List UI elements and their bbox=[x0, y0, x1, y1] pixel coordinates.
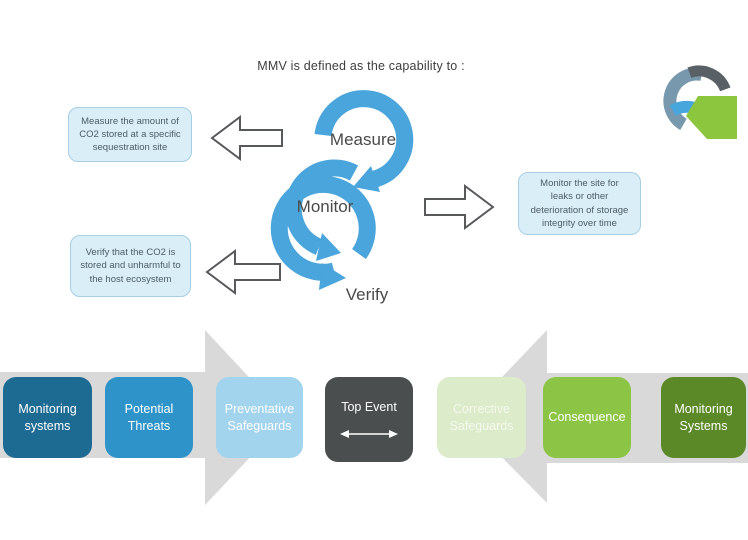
verify-label: Verify bbox=[345, 285, 389, 304]
bowtie-box-label: Monitoring systems bbox=[18, 402, 77, 433]
measure-callout: Measure the amount of CO2 stored at a sp… bbox=[68, 107, 192, 162]
bowtie-box-consequence: Consequence bbox=[543, 377, 631, 458]
monitor-label: Monitor bbox=[296, 197, 354, 216]
logo-green-arrow bbox=[686, 96, 737, 139]
measure-callout-arrow-icon bbox=[210, 115, 283, 161]
bowtie-box-monitoring-systems-right: Monitoring Systems bbox=[661, 377, 746, 458]
slide-title: MMV is defined as the capability to : bbox=[257, 59, 465, 73]
monitor-callout: Monitor the site for leaks or other dete… bbox=[518, 172, 641, 235]
measure-ring-arrowhead-icon bbox=[353, 166, 380, 192]
verify-cycle-ring bbox=[270, 175, 376, 281]
verify-ring-arrowhead-icon bbox=[319, 263, 346, 290]
bowtie-box-preventative-safeguards: Preventative Safeguards bbox=[216, 377, 303, 458]
monitor-callout-arrow-icon bbox=[424, 184, 495, 230]
verify-callout-arrow-icon bbox=[205, 249, 281, 295]
bowtie-box-label: Monitoring Systems bbox=[674, 402, 733, 433]
bowtie-box-potential-threats: Potential Threats bbox=[105, 377, 193, 458]
bowtie-box-corrective-safeguards: Corrective Safeguards bbox=[437, 377, 526, 458]
monitor-ring-arrowhead-icon bbox=[316, 233, 341, 261]
verify-callout: Verify that the CO2 is stored and unharm… bbox=[70, 235, 191, 297]
bowtie-box-label: Preventative Safeguards bbox=[224, 402, 295, 433]
bowtie-box-label: Potential Threats bbox=[124, 402, 174, 433]
g-swoosh-logo bbox=[663, 65, 737, 139]
bowtie-box-label: Corrective Safeguards bbox=[449, 402, 514, 433]
double-arrow-icon bbox=[340, 430, 398, 439]
bowtie-box-label: Consequence bbox=[548, 410, 626, 425]
bowtie-box-monitoring-systems-left: Monitoring systems bbox=[3, 377, 92, 458]
measure-cycle-ring bbox=[314, 90, 414, 188]
logo-gray-arc bbox=[687, 65, 731, 92]
measure-label: Measure bbox=[329, 130, 397, 149]
bowtie-box-top-event: Top Event bbox=[325, 377, 413, 462]
bowtie-box-label: Top Event bbox=[341, 399, 397, 414]
